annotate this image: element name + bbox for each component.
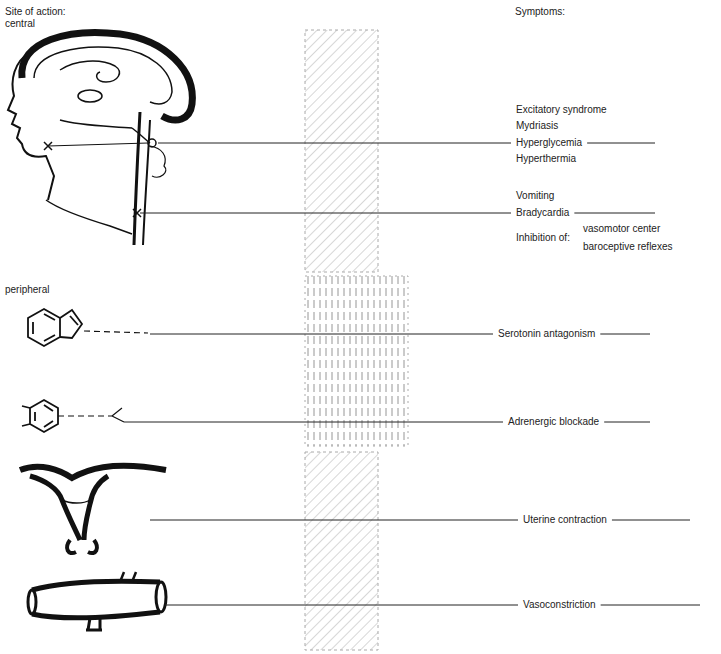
label: Inhibition of:	[515, 231, 571, 245]
label: vasomotor center	[582, 222, 661, 236]
leader-line	[587, 143, 655, 144]
label: Uterine contraction	[522, 513, 608, 527]
leader-line	[158, 143, 511, 144]
blood-vessel-figure	[28, 572, 166, 630]
label: Mydriasis	[515, 119, 559, 133]
phenyl-structure	[22, 400, 124, 432]
label: Vomiting	[515, 189, 555, 203]
leader-line	[150, 334, 493, 335]
leader-line	[140, 213, 511, 214]
leader-line	[150, 520, 518, 521]
dashed-band	[305, 276, 408, 446]
leader-line	[604, 422, 650, 423]
label: Hyperthermia	[515, 152, 577, 166]
leader-line	[601, 605, 700, 606]
label: central	[4, 17, 36, 31]
label: Serotonin antagonism	[497, 327, 596, 341]
label: Hyperglycemia	[515, 136, 583, 150]
label: Symptoms:	[514, 5, 566, 19]
leader-line	[600, 334, 650, 335]
label: Adrenergic blockade	[507, 415, 600, 429]
leader-line	[124, 422, 503, 423]
leader-line	[574, 213, 655, 214]
hatched-band	[305, 452, 378, 650]
leader-line	[165, 605, 518, 606]
label: Vasoconstriction	[522, 598, 597, 612]
label: baroceptive reflexes	[582, 240, 674, 254]
leader-line	[612, 520, 690, 521]
label: Bradycardia	[515, 206, 570, 220]
label: Excitatory syndrome	[515, 103, 608, 117]
hatched-band	[305, 30, 378, 272]
label: peripheral	[4, 283, 50, 297]
uterus-figure	[20, 466, 166, 553]
indole-structure	[28, 309, 148, 346]
